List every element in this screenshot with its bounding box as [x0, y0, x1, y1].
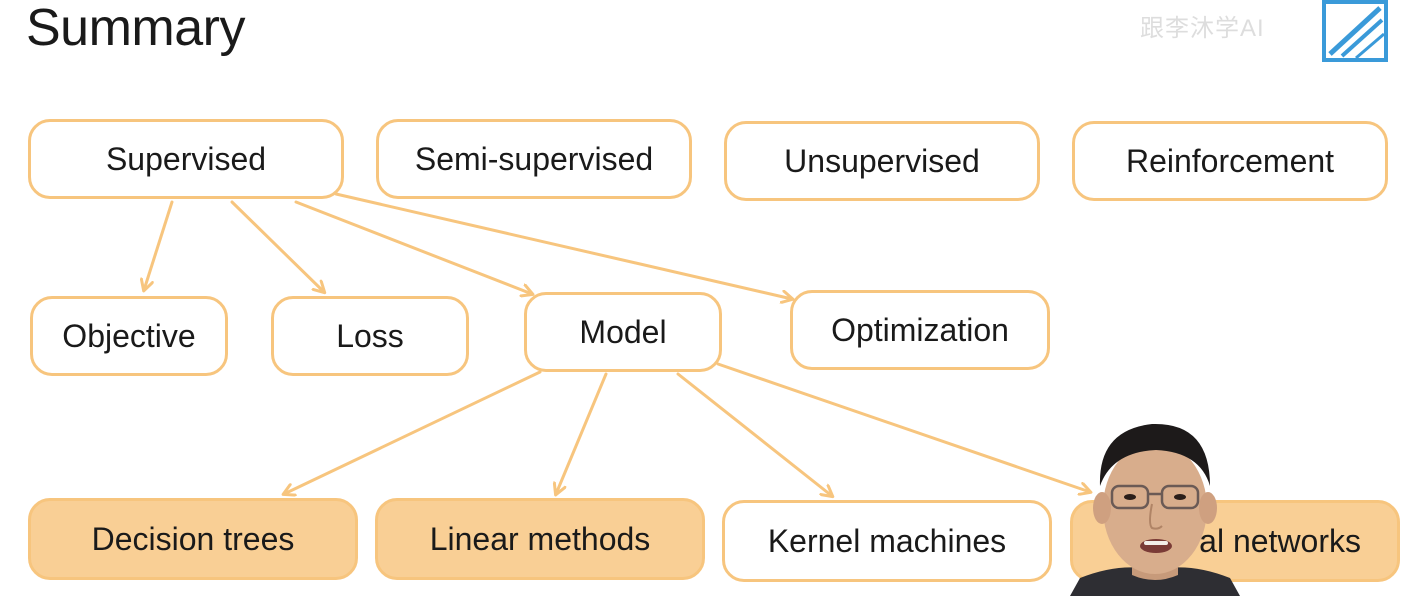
node-model: Model [524, 292, 722, 372]
node-decision-trees: Decision trees [28, 498, 358, 580]
edge-model-decision-trees [284, 370, 542, 494]
edge-model-kernel-machines [676, 372, 832, 496]
node-linear-methods: Linear methods [375, 498, 705, 580]
node-unsupervised-label: Unsupervised [784, 142, 980, 179]
bilibili-logo-icon [1322, 0, 1388, 62]
edge-supervised-objective [144, 200, 174, 290]
node-loss-label: Loss [336, 317, 404, 354]
node-semi-supervised: Semi-supervised [376, 119, 692, 199]
edge-model-neural-networks [716, 362, 1090, 492]
node-objective: Objective [30, 296, 228, 376]
node-reinforcement-label: Reinforcement [1125, 142, 1335, 179]
node-unsupervised: Unsupervised [724, 121, 1040, 201]
node-optimization-label: Optimization [831, 311, 1009, 348]
node-semi-supervised-label: Semi-supervised [414, 140, 654, 177]
node-model-label: Model [579, 313, 667, 350]
node-supervised-label: Supervised [105, 140, 267, 177]
edge-supervised-loss [230, 200, 324, 292]
node-linear-methods-label: Linear methods [429, 520, 651, 557]
edge-supervised-model [294, 200, 532, 294]
node-reinforcement: Reinforcement [1072, 121, 1388, 201]
watermark-text: 跟李沐学AI [1140, 15, 1265, 42]
presenter-video-overlay [1070, 423, 1240, 596]
node-kernel-machines: Kernel machines [722, 500, 1052, 582]
node-loss: Loss [271, 296, 469, 376]
node-kernel-machines-label: Kernel machines [767, 522, 1007, 559]
node-supervised: Supervised [28, 119, 344, 199]
node-decision-trees-label: Decision trees [91, 520, 295, 557]
node-neural-networks-label: al networks [1199, 522, 1361, 559]
node-objective-label: Objective [62, 317, 196, 354]
slide-title: Summary [26, 0, 245, 57]
edge-supervised-optimization [334, 192, 792, 299]
edge-model-linear-methods [556, 372, 608, 494]
node-optimization: Optimization [790, 290, 1050, 370]
